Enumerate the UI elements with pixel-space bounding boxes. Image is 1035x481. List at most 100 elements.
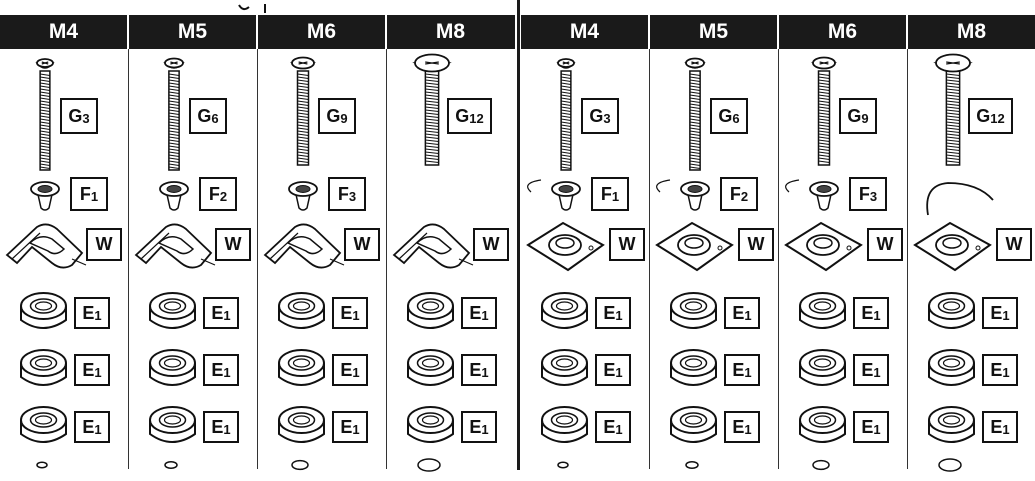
- flange-label-sub: 3: [348, 189, 357, 204]
- ring-icon: [164, 460, 178, 470]
- flange-label-main: F: [337, 183, 349, 204]
- screw-icon: [163, 57, 185, 171]
- washer-label: W: [738, 228, 774, 261]
- clip-washer-icon: [263, 223, 345, 269]
- screw-icon: [684, 57, 706, 171]
- bearing-label-sub: 1: [223, 422, 231, 437]
- bearing-icon: [541, 292, 588, 329]
- screw-label-main: G: [589, 105, 604, 126]
- rim-outline-icon: [926, 182, 994, 216]
- bearing-label-main: E: [990, 359, 1003, 380]
- bearing-icon: [149, 349, 196, 386]
- ring-icon: [685, 460, 699, 470]
- bearing-label-sub: 1: [94, 365, 102, 380]
- bearing-label-main: E: [603, 302, 616, 323]
- screw-label-sub: 12: [990, 111, 1005, 126]
- flange-label-main: F: [208, 183, 220, 204]
- ring-icon: [557, 461, 569, 469]
- washer-label: W: [609, 228, 645, 261]
- bearing-icon: [149, 406, 196, 443]
- screw-icon: [933, 53, 973, 166]
- bearing-icon: [541, 349, 588, 386]
- flange-label-sub: 1: [611, 189, 620, 204]
- bearing-label-main: E: [82, 302, 95, 323]
- header-separator: [777, 15, 779, 49]
- header-separator: [648, 15, 650, 49]
- bearing-label-sub: 1: [1002, 308, 1010, 323]
- bearing-icon: [278, 292, 325, 329]
- bearing-icon: [20, 292, 67, 329]
- bearing-icon: [278, 406, 325, 443]
- bearing-label-sub: 1: [873, 308, 881, 323]
- column-divider: [649, 49, 650, 469]
- bearing-icon: [670, 292, 717, 329]
- screw-label-sub: 3: [82, 111, 90, 126]
- ring-icon: [417, 458, 441, 472]
- bearing-label-sub: 1: [223, 308, 231, 323]
- column-header-m4: M4: [569, 20, 600, 43]
- flange-label-main: F: [729, 183, 741, 204]
- bearing-icon: [407, 406, 454, 443]
- clip-washer-icon: [5, 223, 87, 269]
- screw-label-main: G: [197, 105, 212, 126]
- bearing-icon: [20, 349, 67, 386]
- bearing-label-sub: 1: [352, 308, 360, 323]
- washer-label: W: [867, 228, 903, 261]
- screw-icon: [35, 58, 55, 171]
- clip-washer-icon: [134, 223, 216, 269]
- bearing-label-sub: 1: [94, 308, 102, 323]
- column-header-m5: M5: [698, 20, 729, 43]
- title-fragment: [235, 0, 280, 13]
- bearing-label-sub: 1: [481, 308, 489, 323]
- bearing-label-sub: 1: [873, 422, 881, 437]
- bearing-label-main: E: [603, 359, 616, 380]
- screw-label-sub: 9: [340, 111, 348, 126]
- bearing-icon: [799, 292, 846, 329]
- flange-label-sub: 2: [219, 189, 228, 204]
- flange-icon: [288, 181, 318, 211]
- screw-label-main: G: [847, 105, 862, 126]
- bearing-label-main: E: [82, 359, 95, 380]
- flange-icon: [656, 179, 710, 211]
- cup-washer-icon: [784, 221, 863, 272]
- ring-icon: [812, 459, 830, 471]
- bearing-label-sub: 1: [223, 365, 231, 380]
- bearing-label-sub: 1: [615, 422, 623, 437]
- flange-icon: [159, 181, 189, 211]
- cup-washer-icon: [526, 221, 605, 272]
- screw-label-sub: 6: [732, 111, 740, 126]
- flange-label-sub: 2: [740, 189, 749, 204]
- bearing-label-sub: 1: [1002, 422, 1010, 437]
- screw-label-main: G: [326, 105, 341, 126]
- column-header-m6: M6: [827, 20, 858, 43]
- bearing-label-main: E: [82, 416, 95, 437]
- bearing-label-main: E: [603, 416, 616, 437]
- screw-icon: [811, 56, 837, 166]
- ring-icon: [938, 458, 962, 472]
- screw-icon: [412, 53, 452, 166]
- flange-label-sub: 1: [90, 189, 99, 204]
- bearing-label-sub: 1: [873, 365, 881, 380]
- column-header-m4: M4: [48, 20, 79, 43]
- clip-washer-icon: [392, 223, 474, 269]
- bearing-icon: [541, 406, 588, 443]
- bearing-label-sub: 1: [744, 308, 752, 323]
